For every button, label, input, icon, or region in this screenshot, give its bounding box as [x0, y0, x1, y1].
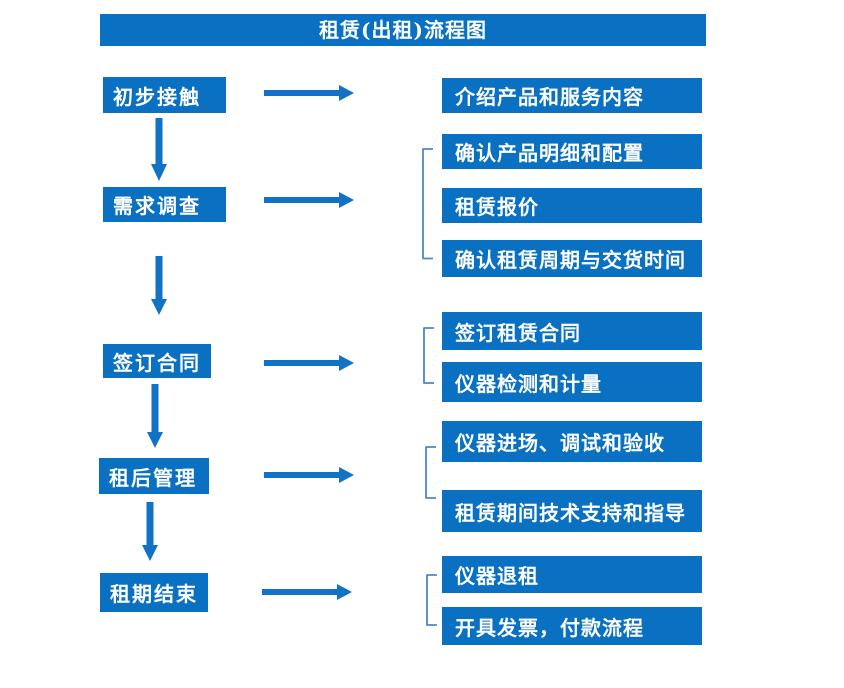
- output-box-instrument-return: 仪器退租: [442, 556, 702, 593]
- stage-box-demand-survey: 需求调查: [103, 187, 226, 222]
- stage-box-initial-contact: 初步接触: [103, 77, 226, 113]
- bracket-group-3: [423, 327, 434, 384]
- output-box-invoice-payment-process: 开具发票，付款流程: [442, 607, 702, 645]
- bracket-group-5: [426, 574, 437, 626]
- output-box-rental-quotation: 租赁报价: [442, 188, 702, 223]
- right-arrow-2: [264, 192, 354, 208]
- down-arrow-2: [151, 256, 167, 315]
- stage-box-rental-end: 租期结束: [100, 573, 208, 612]
- output-box-sign-rental-contract: 签订租赁合同: [442, 312, 702, 350]
- down-arrow-1: [151, 118, 167, 181]
- stage-box-post-rental-management: 租后管理: [99, 458, 209, 494]
- stage-box-sign-contract: 签订合同: [103, 344, 211, 378]
- output-box-introduce-products-services: 介绍产品和服务内容: [442, 78, 702, 113]
- right-arrow-5: [262, 584, 352, 600]
- bracket-group-4: [425, 446, 436, 499]
- output-box-instrument-entry-debug-acceptance: 仪器进场、调试和验收: [442, 421, 702, 462]
- output-box-confirm-product-details: 确认产品明细和配置: [442, 134, 702, 169]
- output-box-technical-support-guidance: 租赁期间技术支持和指导: [442, 490, 702, 532]
- bracket-group-2: [422, 148, 433, 260]
- down-arrow-3: [147, 384, 163, 448]
- down-arrow-4: [142, 502, 158, 561]
- right-arrow-1: [264, 85, 354, 101]
- output-box-confirm-rental-period-delivery: 确认租赁周期与交货时间: [442, 240, 702, 277]
- right-arrow-4: [264, 467, 354, 483]
- flowchart-title: 租赁(出租)流程图: [100, 14, 706, 46]
- output-box-instrument-testing-metering: 仪器检测和计量: [442, 362, 702, 402]
- right-arrow-3: [264, 355, 354, 371]
